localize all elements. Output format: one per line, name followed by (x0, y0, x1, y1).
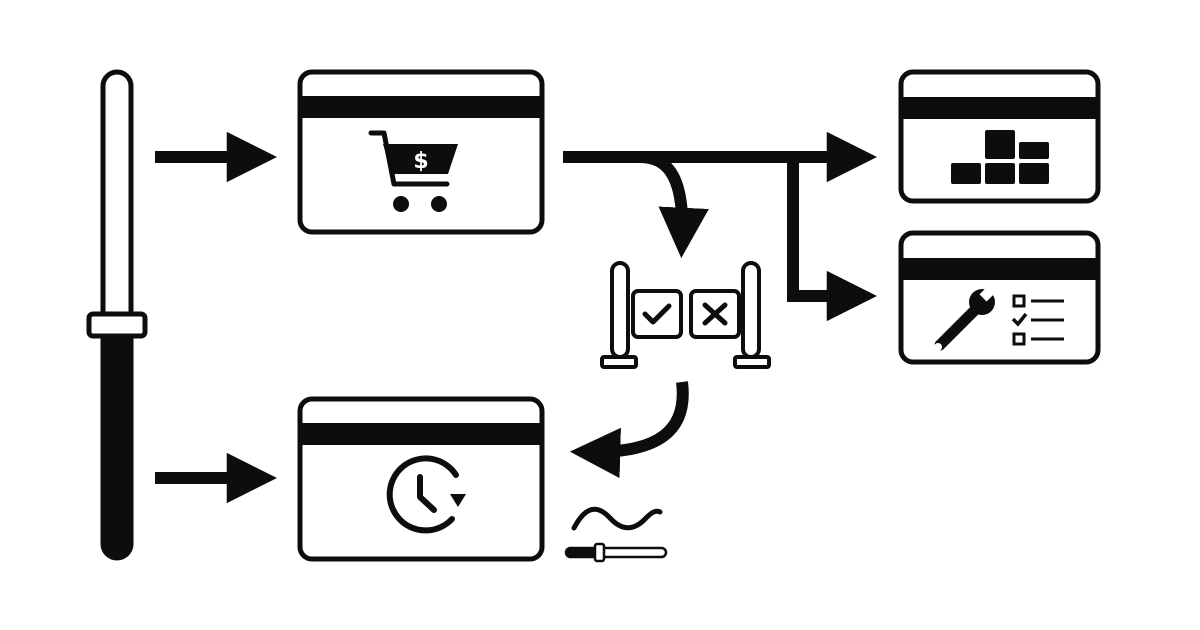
panel-inventory[interactable] (898, 69, 1101, 204)
hslider-handle[interactable] (593, 542, 606, 563)
shopping-cart-dollar-icon (368, 130, 458, 212)
checklist-icon (1011, 294, 1064, 346)
wrench-icon (934, 284, 997, 351)
panel-schedule[interactable] (297, 396, 545, 562)
stacked-blocks-icon (951, 130, 1049, 184)
gate-post-right (733, 261, 771, 369)
gate-post-left (600, 261, 638, 369)
sine-wave-icon (571, 506, 663, 531)
hslider-fill (566, 548, 601, 557)
currency-symbol: $ (413, 149, 428, 174)
panel-header-bar (903, 97, 1096, 119)
arrow-gate-to-schedule (569, 381, 689, 479)
panel-header-bar (302, 96, 540, 118)
slider-handle[interactable] (86, 311, 148, 339)
panel-maintenance[interactable] (898, 230, 1101, 365)
panel-header-bar (903, 258, 1096, 280)
arrow-checkout-to-gate (639, 151, 709, 259)
access-gate-icon (600, 261, 771, 369)
slider-fill (103, 326, 131, 558)
arrow-checkout-to-maintenance (787, 157, 878, 322)
x-mark-icon (702, 302, 728, 326)
vertical-slider[interactable] (86, 69, 148, 561)
horizontal-slider-icon[interactable] (564, 542, 668, 563)
connector-arrows (155, 131, 878, 504)
clock-refresh-icon (386, 455, 466, 534)
checkmark-icon (642, 303, 672, 325)
panel-checkout[interactable]: $ (297, 69, 545, 235)
panel-frame (898, 230, 1101, 365)
gate-panel-approve (631, 289, 683, 339)
panel-header-bar (302, 423, 540, 445)
